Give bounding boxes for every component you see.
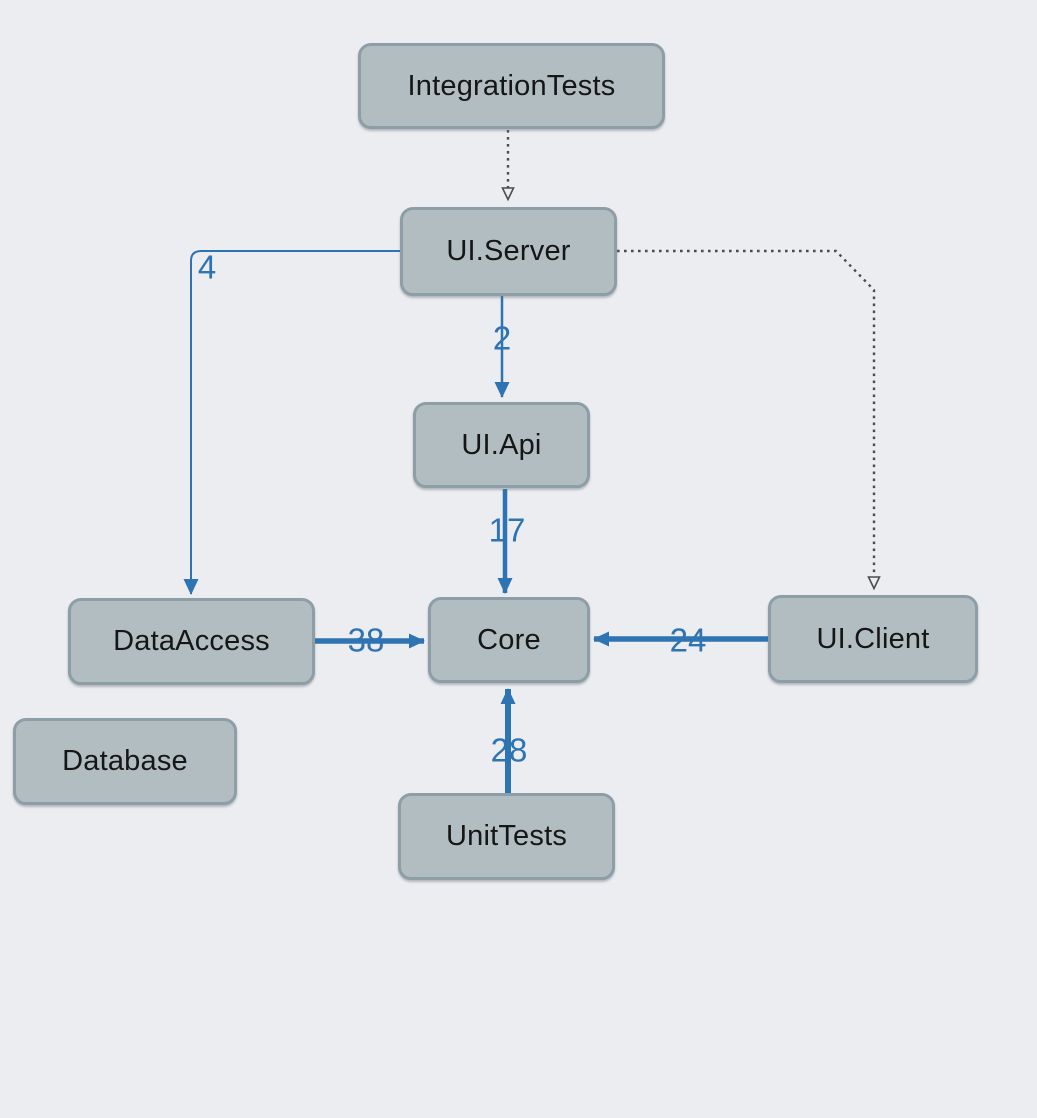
edge-weight-label-uiserver-to-dataaccess: 4 (197, 248, 217, 286)
node-ui-client[interactable]: UI.Client (768, 595, 978, 683)
edge-weight-label-dataaccess-to-core: 38 (347, 621, 385, 659)
node-unit-tests[interactable]: UnitTests (398, 793, 615, 880)
edge-uiserver-to-uiclient (617, 249, 881, 591)
edge-group (183, 130, 881, 793)
node-ui-api[interactable]: UI.Api (413, 402, 590, 488)
node-integration-tests[interactable]: IntegrationTests (358, 43, 665, 129)
node-data-access[interactable]: DataAccess (68, 598, 315, 685)
node-core[interactable]: Core (428, 597, 590, 683)
edge-weight-label-unittests-to-core: 28 (490, 731, 528, 769)
edge-weight-label-uiclient-to-core: 24 (669, 621, 707, 659)
edge-uiserver-to-dataaccess (183, 250, 400, 595)
edge-weight-label-uiapi-to-core: 17 (488, 511, 526, 549)
node-database[interactable]: Database (13, 718, 237, 805)
edge-weight-label-uiserver-to-uiapi: 2 (492, 319, 512, 357)
node-ui-server[interactable]: UI.Server (400, 207, 617, 296)
